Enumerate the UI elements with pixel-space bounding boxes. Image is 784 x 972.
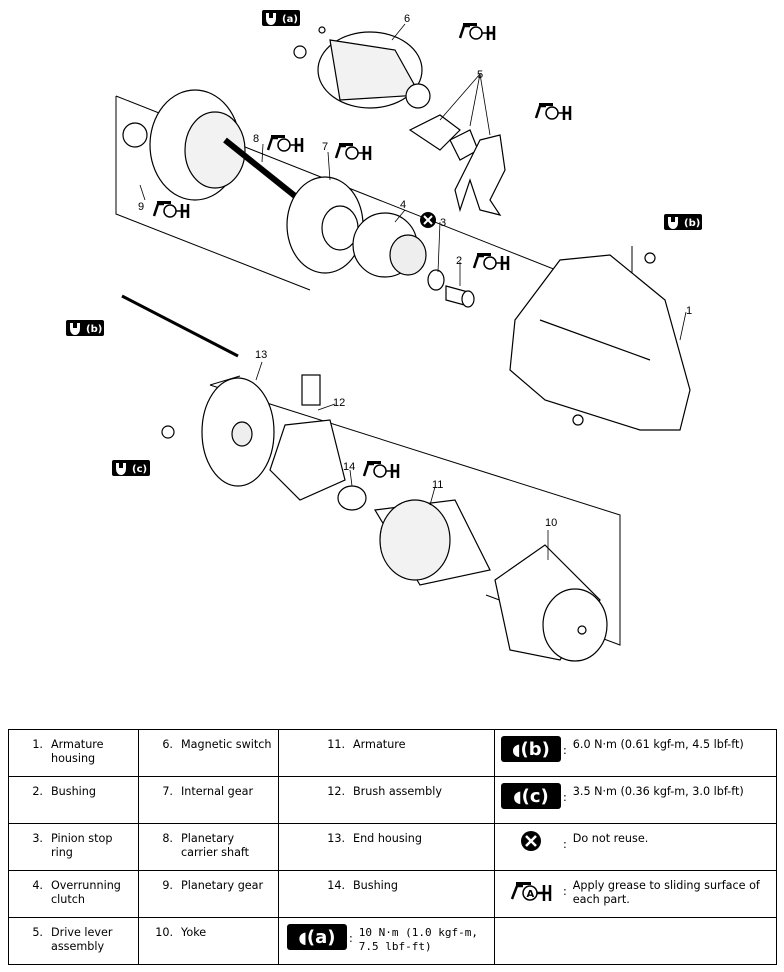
svg-text:(c): (c) — [132, 464, 147, 475]
grease-icon — [152, 199, 190, 220]
grease-icon — [534, 101, 572, 122]
legend-num: 11. — [327, 738, 345, 751]
torque-b-spec: 6.0 N·m (0.61 kgf-m, 4.5 lbf-ft) — [572, 738, 744, 751]
armature-part — [374, 499, 491, 586]
callout-8: 8 — [253, 133, 259, 145]
legend-label: Bushing — [353, 879, 398, 892]
grease-icon — [458, 21, 496, 42]
grease-icon — [472, 251, 510, 272]
legend-num: 7. — [162, 785, 173, 798]
callout-9: 9 — [138, 201, 144, 213]
legend-label: Bushing — [51, 785, 96, 798]
grease-instruction: Apply grease to sliding surface of each … — [572, 879, 760, 906]
callout-2: 2 — [456, 255, 462, 267]
svg-text:(b): (b) — [86, 324, 102, 335]
legend-label: Yoke — [181, 926, 207, 939]
torque-a-icon: ◖(a) — [287, 924, 347, 950]
legend-label: Magnetic switch — [181, 738, 272, 751]
do-not-reuse-icon — [420, 212, 436, 228]
legend-num: 9. — [162, 879, 173, 892]
legend-num: 6. — [162, 738, 173, 751]
magnetic-switch-part — [293, 26, 431, 109]
svg-text:(a): (a) — [282, 14, 298, 25]
legend-num: 14. — [327, 879, 345, 892]
callout-13: 13 — [255, 349, 267, 361]
svg-text:(b): (b) — [684, 218, 700, 229]
callout-7: 7 — [322, 141, 328, 153]
legend-num: 1. — [32, 738, 43, 751]
legend-num: 12. — [327, 785, 345, 798]
planetary-housing-part — [122, 89, 302, 203]
legend-label: Armature — [353, 738, 406, 751]
bushing-14-part — [337, 485, 367, 511]
callout-3: 3 — [440, 217, 446, 229]
legend-label: Planetary gear — [181, 879, 264, 892]
drive-lever-part — [408, 114, 506, 216]
do-not-reuse-icon — [501, 830, 561, 852]
callout-10: 10 — [545, 517, 557, 529]
torque-b-icon: ◖(b) — [501, 736, 561, 762]
do-not-reuse-text: Do not reuse. — [572, 832, 649, 845]
armature-housing-part — [509, 252, 691, 431]
legend-table: 1. Armature housing 6. Magnetic switch 11.… — [8, 729, 777, 965]
legend-label: Brush assembly — [353, 785, 442, 798]
legend-label: Drive lever assembly — [51, 926, 113, 953]
legend-label: Planetary carrier shaft — [181, 832, 250, 859]
legend-label: Armature housing — [51, 738, 104, 765]
torque-c-icon: (c) — [112, 460, 150, 476]
internal-gear-part — [286, 176, 364, 274]
through-bolt — [121, 294, 239, 358]
stop-ring-and-bushing — [427, 269, 475, 308]
grease-icon — [266, 133, 304, 154]
torque-c-icon: ◖(c) — [501, 783, 561, 809]
legend-label: Internal gear — [181, 785, 254, 798]
callout-14: 14 — [343, 461, 355, 473]
callout-4: 4 — [400, 199, 406, 211]
legend-label: Overrunning clutch — [51, 879, 121, 906]
torque-a-icon: (a) — [262, 10, 300, 26]
callout-1: 1 — [686, 305, 692, 317]
legend-label: End housing — [353, 832, 422, 845]
grease-icon — [334, 141, 372, 162]
legend-num: 5. — [32, 926, 43, 939]
legend-num: 13. — [327, 832, 345, 845]
torque-b-icon: (b) — [66, 320, 104, 336]
torque-c-spec: 3.5 N·m (0.36 kgf-m, 3.0 lbf-ft) — [572, 785, 744, 798]
legend-num: 4. — [32, 879, 43, 892]
starter-motor-exploded-diagram: 6 5 1 2 3 4 7 8 9 10 11 12 13 14 (a) (b)… — [66, 10, 702, 662]
legend-num: 10. — [155, 926, 173, 939]
yoke-part — [494, 544, 608, 662]
torque-a-spec: 10 N·m (1.0 kgf-m, 7.5 lbf-ft) — [358, 926, 478, 953]
grease-icon: A — [501, 877, 561, 903]
callout-11: 11 — [432, 479, 443, 491]
grease-icon — [362, 459, 400, 480]
callout-5: 5 — [477, 69, 483, 81]
torque-b-icon: (b) — [664, 214, 702, 230]
legend-num: 8. — [162, 832, 173, 845]
callout-12: 12 — [333, 397, 345, 409]
legend-num: 2. — [32, 785, 43, 798]
end-housing-part — [161, 377, 275, 487]
brush-assembly-part — [269, 374, 346, 501]
overrunning-clutch-part — [352, 212, 427, 278]
callout-6: 6 — [404, 13, 410, 25]
svg-text:A: A — [527, 889, 535, 900]
legend-num: 3. — [32, 832, 43, 845]
legend-label: Pinion stop ring — [51, 832, 113, 859]
